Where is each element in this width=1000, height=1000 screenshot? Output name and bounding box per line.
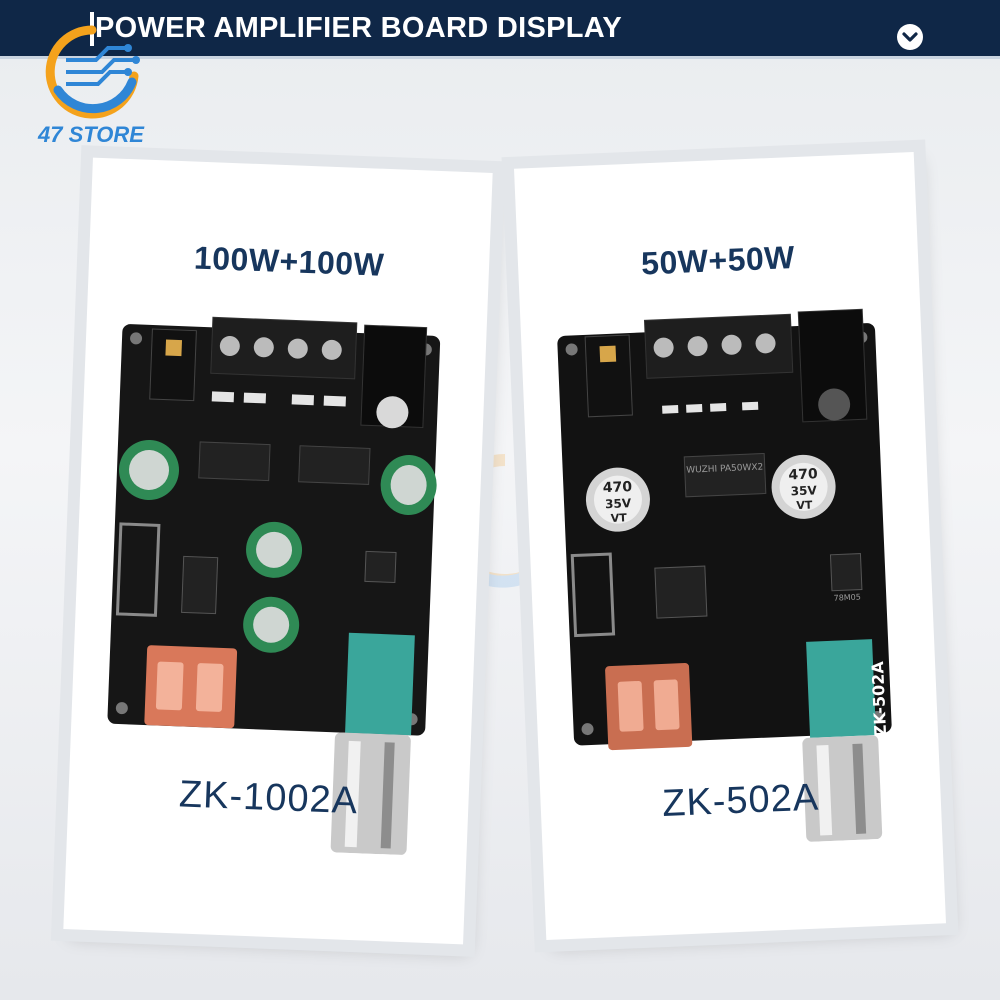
product-card-right: 50W+50W WUZHI PA50WX2 470 35V VT 470 35V… xyxy=(514,151,946,941)
capacitor-series: VT xyxy=(610,511,627,525)
store-logo-icon xyxy=(45,25,140,119)
chevron-down-icon xyxy=(902,32,918,42)
capacitor-value: 470 xyxy=(603,479,633,496)
capacitor-value: 470 xyxy=(788,466,818,483)
amplifier-board-image xyxy=(107,316,441,855)
capacitor-voltage: 35V xyxy=(605,496,632,511)
product-card-left: 100W+100W ZK-1002A xyxy=(63,157,493,945)
header-bar: POWER AMPLIFIER BOARD DISPLAY xyxy=(0,0,1000,59)
amplifier-board-image: WUZHI PA50WX2 470 35V VT 470 35V VT 78M0… xyxy=(557,308,892,842)
page-title: POWER AMPLIFIER BOARD DISPLAY xyxy=(95,12,622,44)
capacitor-voltage: 35V xyxy=(790,483,817,498)
chevron-down-button[interactable] xyxy=(897,24,923,50)
power-label: 100W+100W xyxy=(193,239,385,283)
store-name: 47 STORE xyxy=(38,122,144,147)
capacitor-series: VT xyxy=(796,499,813,513)
regulator-label: 78M05 xyxy=(833,593,861,603)
silkscreen-model-label: ZK-502A xyxy=(868,660,890,736)
power-label: 50W+50W xyxy=(640,239,796,282)
chip-label: WUZHI PA50WX2 xyxy=(686,463,763,476)
